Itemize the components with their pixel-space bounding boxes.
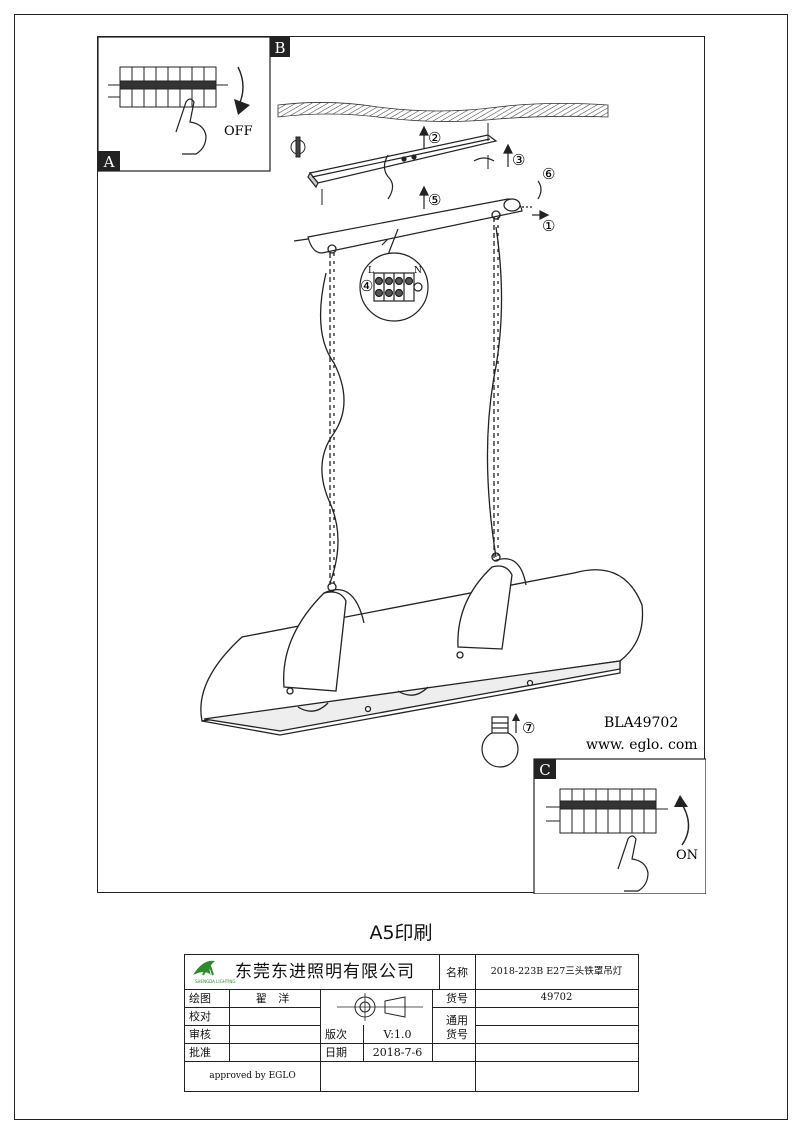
panel-c-switch-on: C ON [533,758,707,895]
breaker-row-icon [108,66,228,108]
hand-icon [175,98,207,155]
product-website: www. eglo. com [586,737,698,753]
hand-icon [617,835,649,892]
checked-label: 校对 [189,1009,211,1023]
page-border [14,14,788,1120]
panel-b-label: B [274,39,285,57]
screw-icon [290,123,489,205]
title-block: SHENGDA LIGHTING 东莞东进照明有限公司 名称 2018-223B… [184,954,639,1092]
step-5: ⑤ [428,191,441,209]
item-no-label: 货号 [446,991,468,1005]
panel-b-switch-off: B A OFF [97,36,290,172]
drawing-canvas: B A OFF [97,36,707,895]
suspension-chains [319,210,503,592]
company-logo: SHENGDA LIGHTING [189,957,235,987]
off-text: OFF [224,124,253,139]
panel-a-label: A [103,153,115,171]
assembly-drawing: B A OFF [97,36,707,895]
step-1: ① [542,217,555,235]
on-text: ON [676,848,698,863]
name-value: 2018-223B E27三头铁罩吊灯 [490,966,623,978]
step-4: ④ [360,277,373,295]
item-no-value: 49702 [540,992,573,1003]
approved-by: approved by EGLO [209,1070,296,1081]
canopy-bar [293,198,523,254]
drawn-label: 绘图 [189,991,211,1005]
drawn-value: 翟 洋 [255,991,294,1005]
terminal-l-label: L [368,266,374,276]
breaker-row-icon [546,788,668,834]
step-3: ③ [512,151,525,169]
projection-symbol-icon [335,991,425,1023]
step-2: ② [428,129,441,147]
approve-label: 批准 [189,1045,211,1059]
name-label: 名称 [446,965,468,979]
terminal-n-label: N [414,266,422,276]
step-7: ⑦ [522,719,535,737]
version-value: V:1.0 [383,1027,412,1041]
step-6: ⑥ [542,165,555,183]
print-size-label: A5印刷 [369,922,433,944]
bulb-icon [481,716,519,768]
terminal-block-detail [359,228,429,322]
product-code: BLA49702 [604,715,678,731]
arrow-icon [381,125,550,246]
company-name: 东莞东进照明有限公司 [235,961,415,982]
panel-c-label: C [539,761,550,779]
date-value: 2018-7-6 [372,1045,423,1059]
version-label: 版次 [325,1027,347,1041]
ceiling-hatch [277,102,609,122]
general-item-no-label: 通用 货号 [446,1013,468,1041]
date-label: 日期 [325,1045,347,1059]
arrow-icon [512,713,520,721]
lamp-shade [200,558,644,736]
audit-label: 审核 [189,1027,211,1041]
logo-subtext: SHENGDA LIGHTING [195,979,236,984]
mounting-bracket [307,134,498,200]
